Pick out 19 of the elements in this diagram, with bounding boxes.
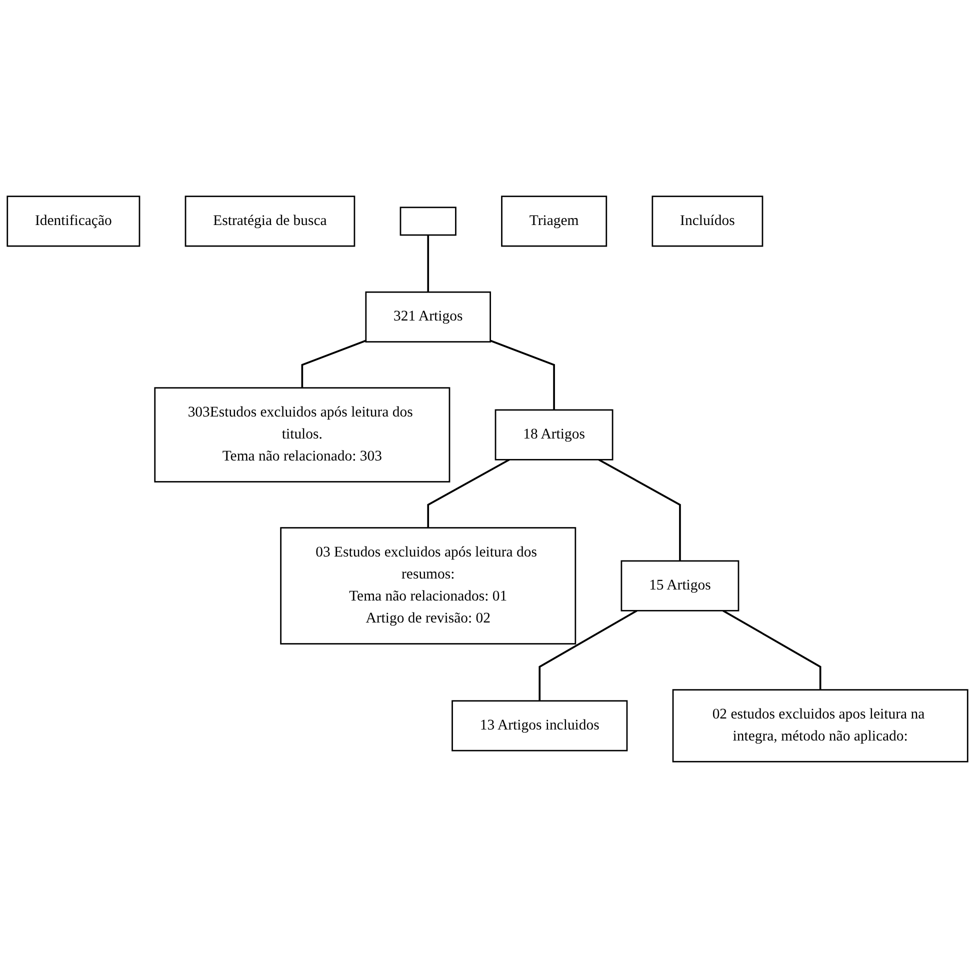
connector (598, 458, 681, 561)
connector (427, 458, 510, 528)
node-box (400, 206, 456, 236)
node-box: 303Estudos excluidos após leitura dos titulos. Tema não relacionado: 303 (154, 387, 450, 482)
node-box: Incluídos (652, 196, 764, 247)
node-box: Identificação (6, 196, 140, 247)
connector (427, 235, 430, 292)
node-box: Estratégia de busca (184, 196, 356, 247)
connector (538, 610, 638, 701)
node-box: 15 Artigos (620, 560, 740, 612)
connector (490, 340, 555, 410)
node-box: 02 estudos excluidos apos leitura na integra, método não aplicado: (672, 689, 968, 762)
node-box: 13 Artigos incluidos (452, 700, 628, 752)
connector (301, 340, 366, 388)
node-box: 18 Artigos (494, 409, 614, 460)
connector (722, 610, 822, 690)
node-box: 03 Estudos excluidos após leitura dos resumos: Tema não relacionados: 01 Artigo de revisão: 02 (280, 527, 576, 644)
node-box: 321 Artigos (365, 291, 491, 342)
node-box: Triagem (501, 196, 608, 247)
